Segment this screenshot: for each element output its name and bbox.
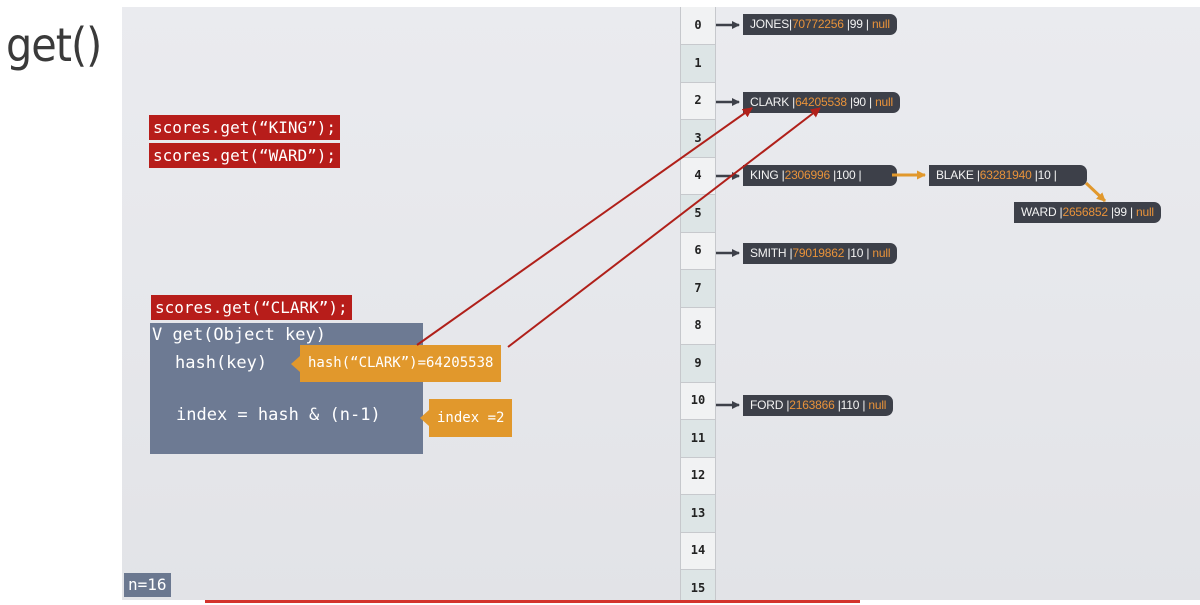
hash-callout: hash(“CLARK”)=64205538 [290,345,502,382]
node-value: 110 [840,398,860,412]
bucket-11: 11 [681,419,715,458]
code-index-line: index = hash & (n-1) [176,405,381,425]
node-value: 100 [836,168,856,182]
call-get-ward: scores.get(“WARD”); [149,143,341,168]
node-smith: SMITH |79019862 |10 | null [743,243,898,264]
node-key: SMITH [750,246,787,260]
node-hash: 70772256 [791,17,844,31]
arrow-hash-to-bucket-2 [416,107,753,346]
call-get-king: scores.get(“KING”); [149,115,341,140]
bucket-1: 1 [681,44,715,83]
node-hash: 63281940 [979,168,1032,182]
node-jones: JONES|70772256 |99 | null [743,14,897,35]
node-value: 10 [1037,168,1051,182]
call-get-clark: scores.get(“CLARK”); [151,295,352,320]
node-hash: 2306996 [784,168,831,182]
node-blake: BLAKE |63281940 |10 | [929,165,1087,186]
node-next: null [875,95,893,109]
code-hash-line: hash(key) [175,353,268,373]
node-value: 10 [850,246,864,260]
arrow-hash-to-clark-hash [507,107,821,348]
node-hash: 79019862 [792,246,845,260]
index-callout: index =2 [419,399,513,437]
video-progress-bar[interactable] [205,600,860,603]
node-key: KING [750,168,779,182]
node-value: 90 [852,95,866,109]
node-next: null [868,398,887,412]
node-key: BLAKE [936,168,974,182]
node-key: WARD [1021,205,1057,219]
node-king: KING |2306996 |100 | [743,165,898,186]
node-next: null [1136,205,1154,219]
bucket-15: 15 [681,569,715,600]
code-signature: V get(Object key) [152,325,326,345]
node-key: JONES [750,17,790,31]
bucket-13: 13 [681,494,715,533]
bucket-array: 0 1 2 3 4 5 6 7 8 9 10 11 12 13 14 15 [680,7,716,600]
node-hash: 2656852 [1062,205,1108,219]
node-next: null [872,246,891,260]
node-next: null [871,17,890,31]
diagram-canvas: scores.get(“KING”); scores.get(“WARD”); … [122,7,1200,600]
slide-title: get() [6,18,102,72]
bucket-pointer-arrows [716,21,740,409]
bucket-9: 9 [681,344,715,383]
arrow-blake-to-ward [1084,181,1107,203]
node-value: 99 [849,17,863,31]
capacity-label: n=16 [124,573,171,597]
node-key: CLARK [750,95,790,109]
node-clark: CLARK |64205538 |90 | null [743,92,900,113]
get-method-code: V get(Object key) hash(key) index = hash… [150,323,423,454]
node-hash: 64205538 [795,95,847,109]
node-hash: 2163866 [789,398,835,412]
node-ford: FORD |2163866 |110 | null [743,395,894,416]
arrow-overlay [416,21,1107,409]
bucket-7: 7 [681,269,715,308]
node-value: 99 [1113,205,1127,219]
node-ward: WARD |2656852 |99 | null [1014,202,1161,223]
node-key: FORD [750,398,784,412]
